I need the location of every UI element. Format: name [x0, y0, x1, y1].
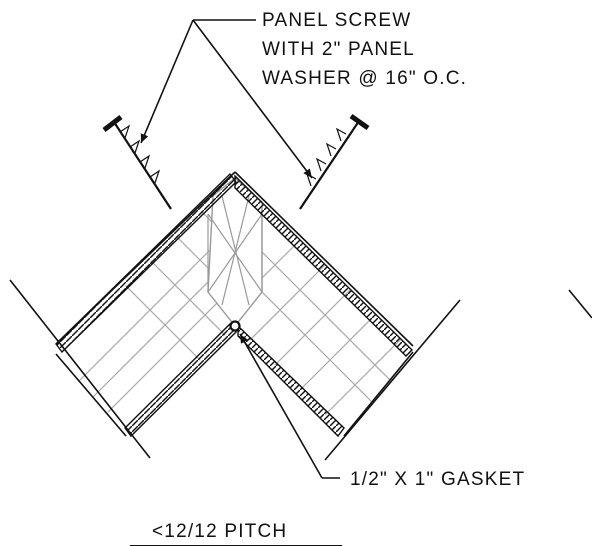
panel-outlines: [55, 171, 414, 437]
gasket-icon: [229, 320, 241, 332]
screw-label-line-2: WITH 2" PANEL: [262, 39, 415, 60]
screw-label-line-1: PANEL SCREW: [262, 10, 411, 31]
gasket-label: 1/2" X 1" GASKET: [350, 469, 525, 490]
gasket-leader: [239, 333, 340, 479]
panel-facings: [55, 172, 413, 438]
screw-leader: [140, 19, 313, 179]
roof-lines: [9, 279, 592, 461]
pitch-label: <12/12 PITCH: [152, 521, 287, 542]
panel-screw-icon: [299, 113, 370, 210]
panel-screw-icon: [102, 115, 172, 210]
screw-label-line-3: WASHER @ 16" O.C.: [262, 68, 467, 89]
